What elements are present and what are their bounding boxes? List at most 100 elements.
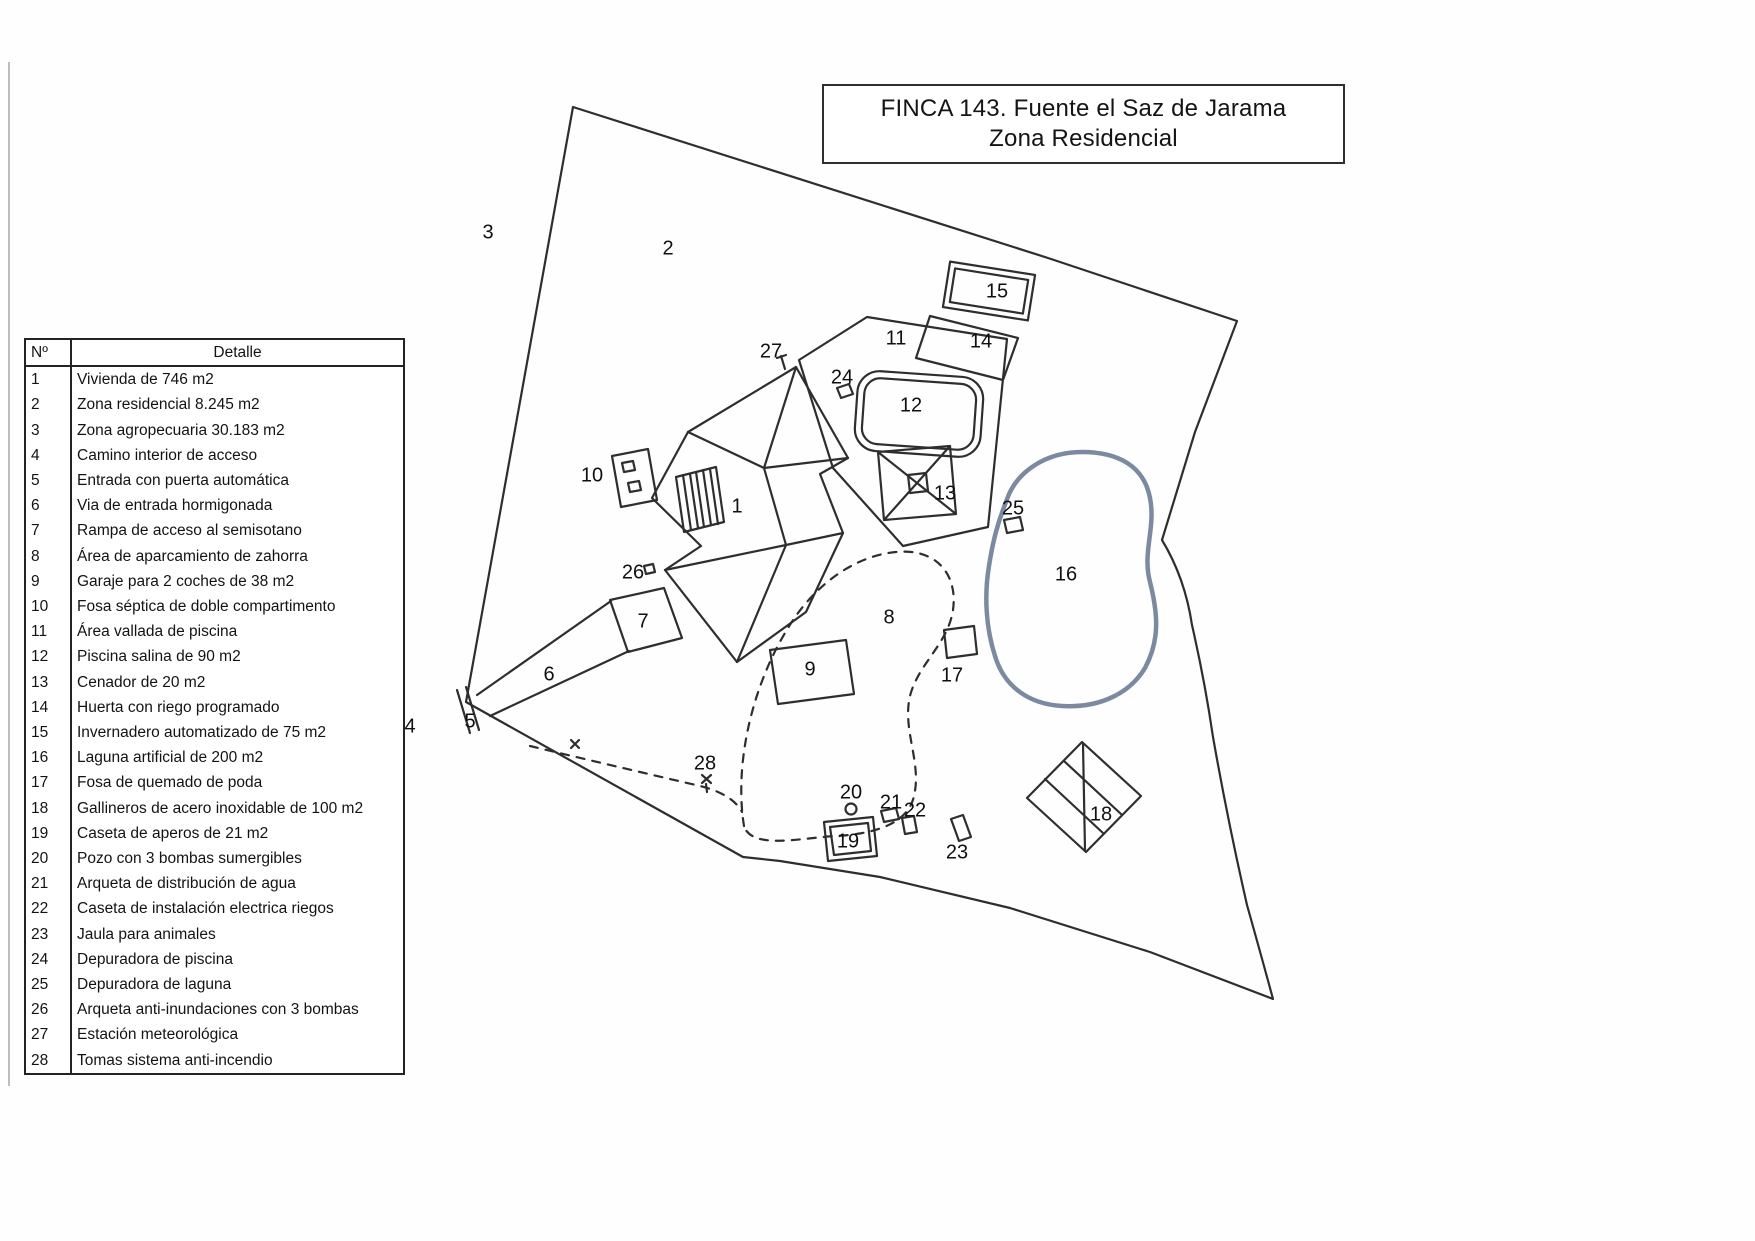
map-label-26: 26 xyxy=(621,561,645,584)
legend-item-num: 8 xyxy=(25,543,72,569)
entrance-gate xyxy=(455,685,481,735)
map-label-27: 27 xyxy=(759,340,783,363)
legend-item-detail: Fosa séptica de doble compartimento xyxy=(77,598,336,616)
map-label-28: 28 xyxy=(693,752,717,775)
legend-row: 5 Entrada con puerta automática xyxy=(25,468,404,494)
map-label-17: 17 xyxy=(940,664,964,687)
legend-item-detail: Garaje para 2 coches de 38 m2 xyxy=(77,572,295,590)
greenhouse-outer xyxy=(941,260,1037,322)
map-label-21: 21 xyxy=(879,791,903,814)
pool xyxy=(853,370,985,458)
legend-item-num: 12 xyxy=(25,644,72,670)
legend-item-detail: Arqueta anti-inundaciones con 3 bombas xyxy=(77,1001,359,1019)
lagoon-outline xyxy=(984,449,1159,709)
legend-item-num: 9 xyxy=(25,568,72,595)
legend-item-num: 5 xyxy=(25,468,72,494)
map-label-19: 19 xyxy=(836,830,860,853)
map-label-13: 13 xyxy=(933,482,957,505)
legend-item-detail: Gallineros de acero inoxidable de 100 m2 xyxy=(77,799,364,817)
legend-item-detail: Rampa de acceso al semisotano xyxy=(77,522,302,540)
legend-item-detail: Zona residencial 8.245 m2 xyxy=(77,396,260,414)
legend-item-detail: Fosa de quemado de poda xyxy=(77,774,263,792)
septic-tank xyxy=(610,447,659,509)
map-label-2: 2 xyxy=(662,237,674,260)
legend-item-num: 24 xyxy=(25,946,72,973)
residential-zone-boundary xyxy=(464,105,1275,1001)
legend-item-detail: Tomas sistema anti-incendio xyxy=(77,1051,273,1069)
lagoon-purifier xyxy=(1002,515,1025,535)
legend-item-num: 11 xyxy=(25,619,72,645)
legend-header-detail: Detalle xyxy=(71,339,404,368)
legend-item-num: 22 xyxy=(25,896,72,922)
legend-row: 10 Fosa séptica de doble compartimento xyxy=(25,594,404,620)
map-label-14: 14 xyxy=(969,330,993,353)
legend-item-num: 14 xyxy=(25,694,72,721)
legend-header-num: Nº xyxy=(25,339,72,368)
anti-flood-box xyxy=(642,562,657,576)
weather-station-mark xyxy=(775,353,788,371)
map-label-1: 1 xyxy=(731,495,743,518)
well xyxy=(844,802,858,816)
legend-item-detail: Cenador de 20 m2 xyxy=(77,673,206,691)
legend-item-num: 23 xyxy=(25,921,72,947)
legend-item-detail: Caseta de aperos de 21 m2 xyxy=(77,824,269,842)
legend-item-detail: Camino interior de acceso xyxy=(77,446,258,464)
legend-row: 13 Cenador de 20 m2 xyxy=(25,669,404,695)
map-label-8: 8 xyxy=(883,606,895,629)
entrance-steps-hatch xyxy=(674,465,726,534)
plan-title-box: FINCA 143. Fuente el Saz de Jarama Zona … xyxy=(822,84,1345,164)
burn-pit xyxy=(942,624,979,660)
map-label-11: 11 xyxy=(885,327,907,350)
legend-item-detail: Jaula para animales xyxy=(77,925,216,943)
vegetable-garden xyxy=(914,314,1020,382)
vegetation-mark xyxy=(569,738,581,750)
pool-inner-edge xyxy=(860,377,978,451)
map-label-3: 3 xyxy=(482,221,494,244)
legend-item-num: 7 xyxy=(25,518,72,544)
legend-item-detail: Entrada con puerta automática xyxy=(77,472,289,490)
plan-title-line1: FINCA 143. Fuente el Saz de Jarama xyxy=(880,95,1287,122)
legend-item-num: 25 xyxy=(25,972,72,998)
legend-header-row: Nº Detalle xyxy=(25,339,404,368)
legend-item-num: 27 xyxy=(25,1022,72,1048)
driveway-edges xyxy=(475,599,631,718)
legend-item-num: 10 xyxy=(25,594,72,620)
legend-item-num: 20 xyxy=(25,846,72,872)
animal-cage xyxy=(949,813,973,843)
map-label-4: 4 xyxy=(404,715,416,738)
map-label-25: 25 xyxy=(1001,497,1025,520)
pool-fence xyxy=(797,315,1009,548)
map-label-23: 23 xyxy=(945,841,969,864)
legend-item-detail: Vivienda de 746 m2 xyxy=(77,371,214,389)
legend-item-detail: Depuradora de piscina xyxy=(77,950,233,968)
map-label-10: 10 xyxy=(580,464,604,487)
legend-item-num: 4 xyxy=(25,442,72,469)
legend-item-num: 3 xyxy=(25,417,72,443)
legend-item-num: 18 xyxy=(25,795,72,821)
legend-item-num: 13 xyxy=(25,669,72,695)
legend-item-num: 21 xyxy=(25,871,72,897)
legend-item-num: 2 xyxy=(25,392,72,418)
map-label-6: 6 xyxy=(543,663,555,686)
legend-row: 2 Zona residencial 8.245 m2 xyxy=(25,392,404,418)
map-label-9: 9 xyxy=(804,658,816,681)
map-label-20: 20 xyxy=(839,781,863,804)
legend-item-num: 15 xyxy=(25,720,72,746)
map-label-16: 16 xyxy=(1054,563,1078,586)
